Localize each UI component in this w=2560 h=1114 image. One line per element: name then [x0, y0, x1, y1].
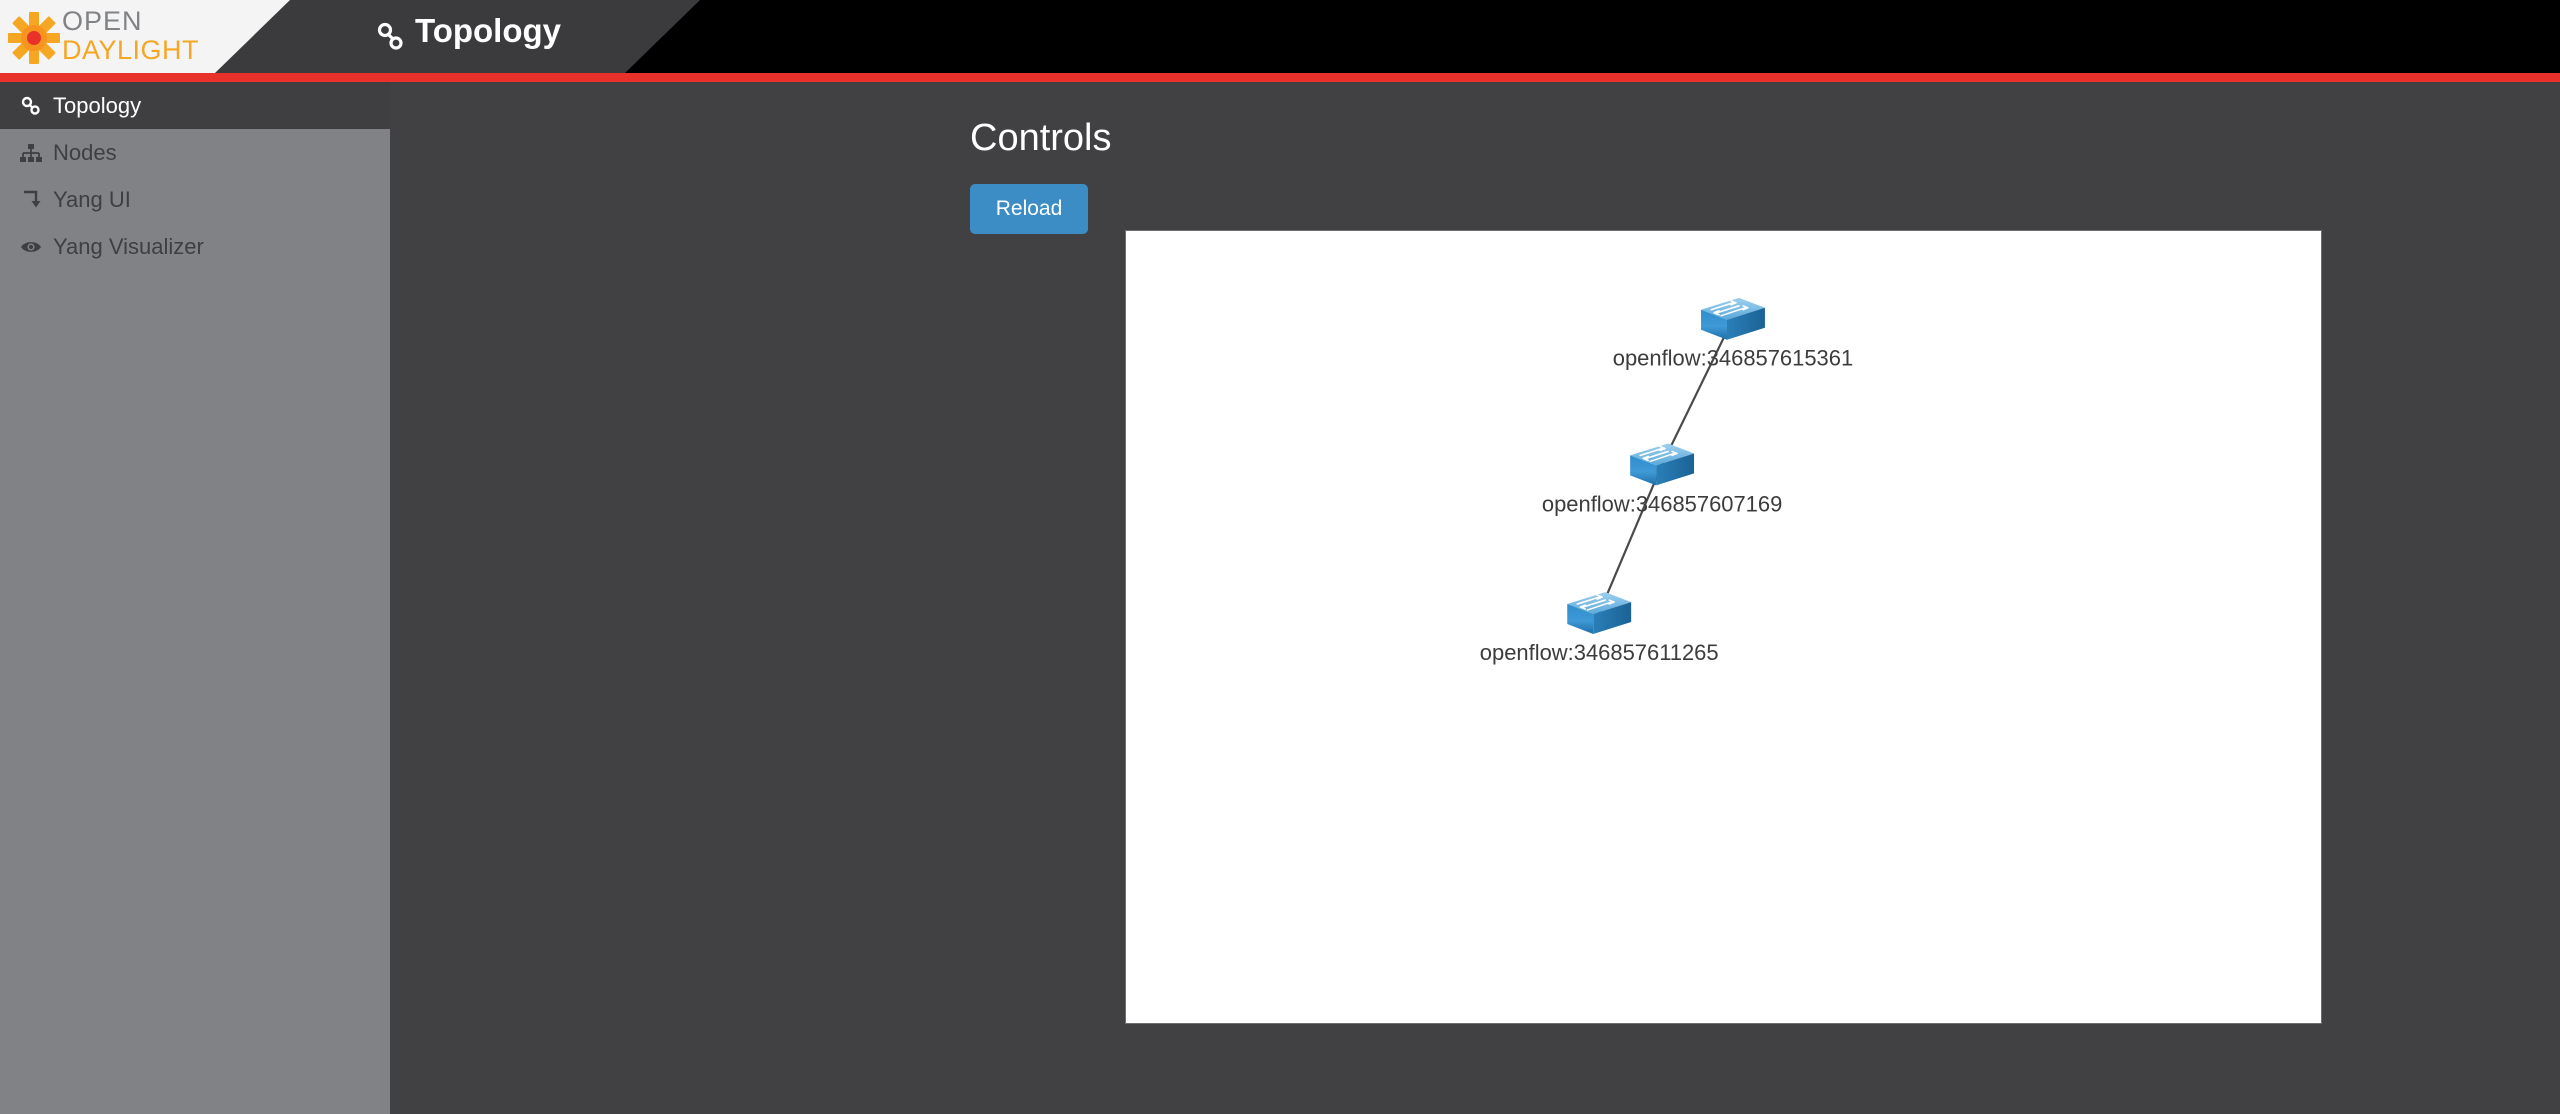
- sidebar-item-yang-ui[interactable]: Yang UI: [0, 176, 390, 223]
- main-content: Controls Reload: [390, 82, 2560, 1114]
- brand-daylight-text: DAYLIGHT: [62, 35, 200, 65]
- brand-wordmark: OPEN DAYLIGHT: [62, 8, 199, 64]
- sidebar-item-label: Nodes: [53, 139, 117, 165]
- topology-node-label: openflow:346857615361: [1613, 346, 1853, 371]
- network-switch-icon[interactable]: [1700, 297, 1766, 341]
- sidebar-item-nodes[interactable]: Nodes: [0, 129, 390, 176]
- reload-button[interactable]: Reload: [970, 184, 1088, 234]
- topology-node-label: openflow:346857611265: [1480, 640, 1719, 665]
- brand-logo-panel[interactable]: OPEN DAYLIGHT: [0, 0, 300, 73]
- sidebar-item-yang-visualizer[interactable]: Yang Visualizer: [0, 223, 390, 270]
- sidebar-item-label: Yang UI: [53, 186, 131, 212]
- sitemap-icon: [18, 142, 44, 164]
- sidebar: Topology Nodes Yang UI: [0, 82, 390, 1114]
- topology-graph[interactable]: openflow:346857615361 openflow:346857607…: [1126, 231, 2321, 1023]
- app-header: OPEN DAYLIGHT Topology: [0, 0, 2560, 73]
- page-title-panel: Topology: [215, 0, 700, 73]
- topology-link: [1661, 318, 1734, 465]
- network-switch-icon[interactable]: [1629, 442, 1695, 487]
- topology-link: [1598, 463, 1664, 614]
- controls-heading: Controls: [970, 117, 1112, 159]
- header-accent-bar: [0, 73, 2560, 82]
- sidebar-item-label: Topology: [53, 92, 142, 118]
- brand-open-text: OPEN: [62, 6, 143, 36]
- topology-link-icon: [375, 21, 407, 53]
- topology-links: [1598, 318, 1734, 614]
- opendaylight-flower-logo-icon: [6, 10, 62, 66]
- level-down-icon: [18, 189, 44, 211]
- sidebar-item-label: Yang Visualizer: [53, 233, 204, 259]
- topology-node-labels: openflow:346857615361 openflow:346857607…: [1480, 346, 1853, 665]
- link-chain-icon: [18, 95, 44, 117]
- sidebar-item-topology[interactable]: Topology: [0, 82, 390, 129]
- topology-node-label: openflow:346857607169: [1542, 491, 1782, 516]
- page-title: Topology: [415, 12, 562, 49]
- network-switch-icon[interactable]: [1566, 591, 1632, 635]
- eye-icon: [18, 236, 44, 258]
- topology-canvas[interactable]: openflow:346857615361 openflow:346857607…: [1125, 230, 2322, 1024]
